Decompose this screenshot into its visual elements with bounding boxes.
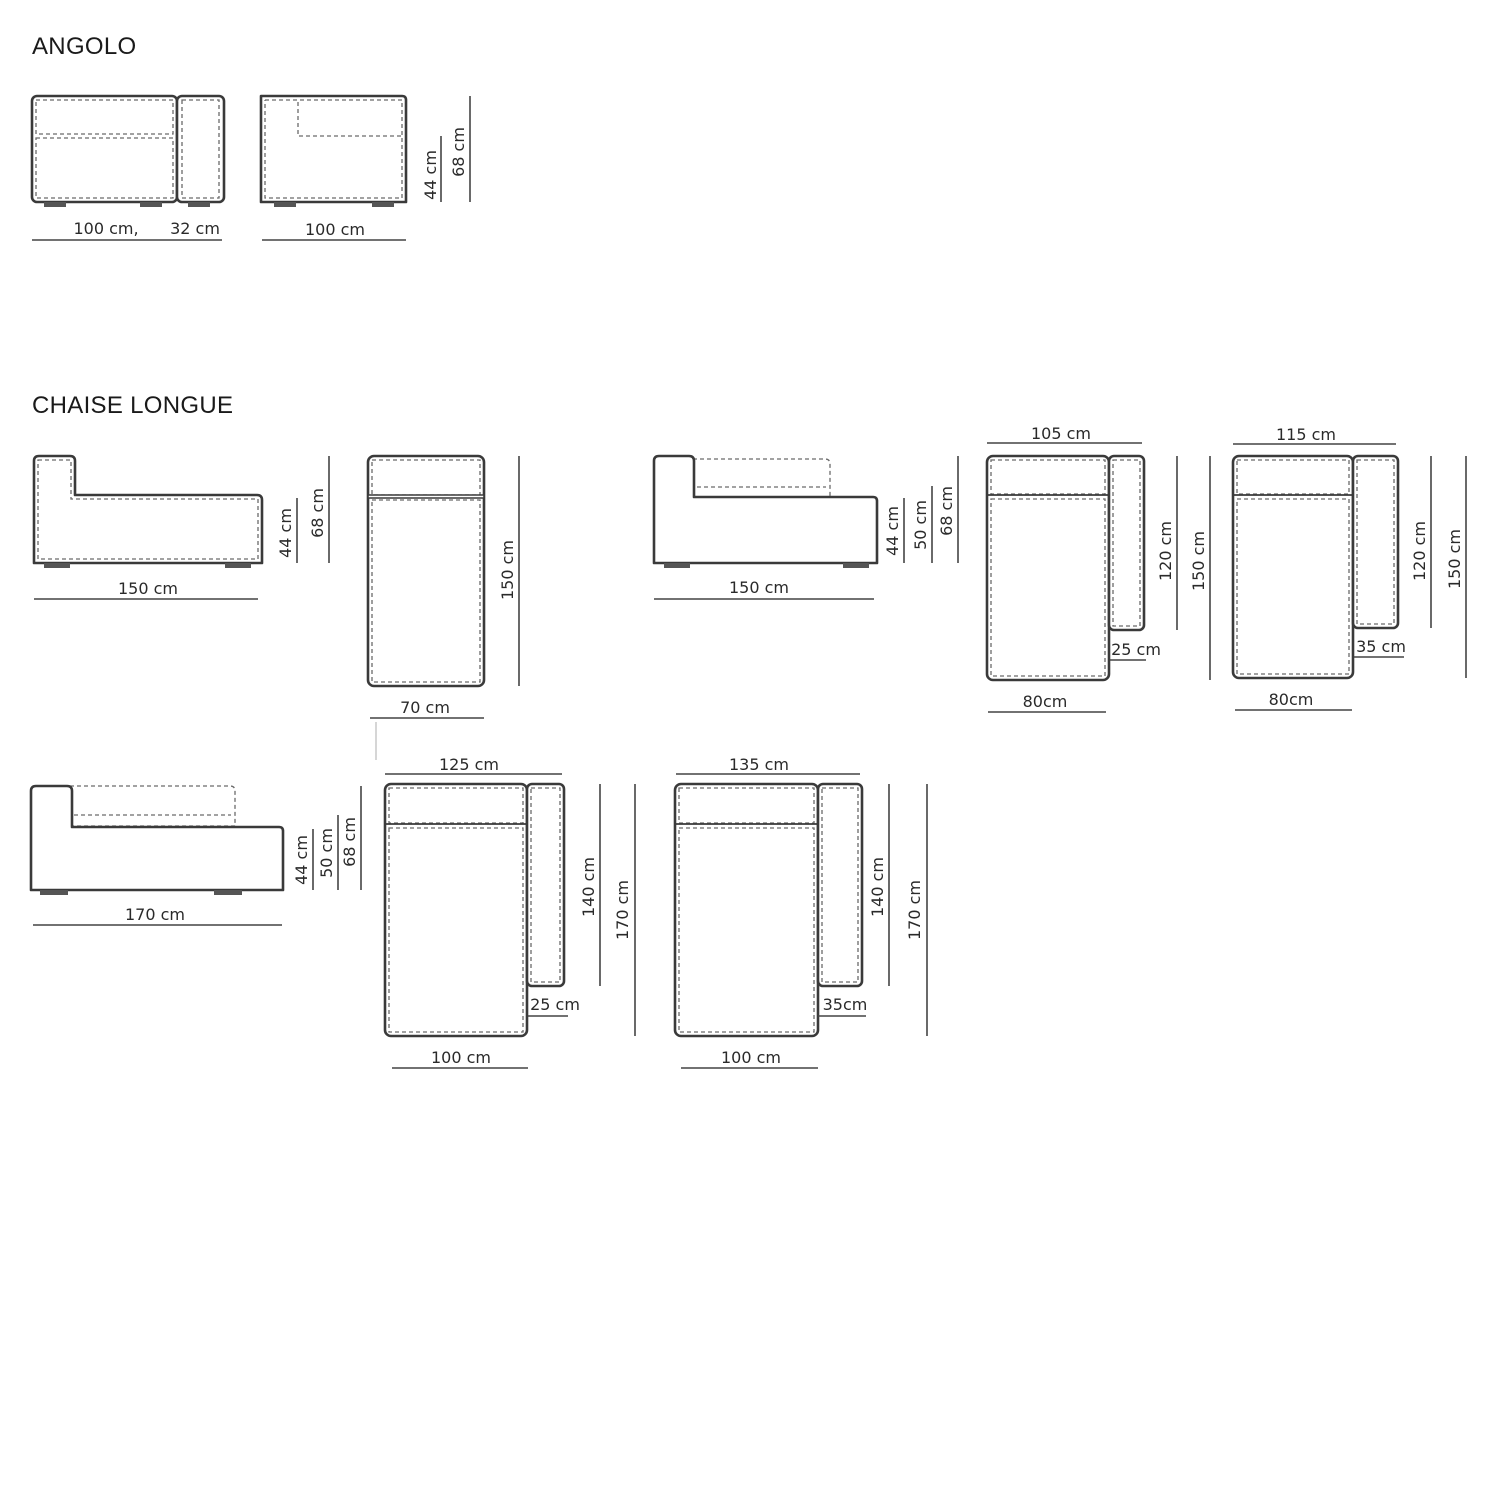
dim-chaise-170-arm25-arm-width: 25 cm (530, 995, 580, 1014)
dim-chaise-150-side-length: 150 cm (118, 579, 178, 598)
dim-chaise-170-arm25-arm-length: 140 cm (579, 857, 598, 917)
dim-chaise-150-arm35-arm-width: 35 cm (1356, 637, 1406, 656)
chaise-150-arm35-top-view (1231, 454, 1400, 680)
chaise-150-top-view (366, 454, 486, 688)
dim-chaise-150-arm35-seat-width: 80cm (1269, 690, 1314, 709)
chaise-170-arm35-top-view (673, 782, 864, 1038)
angolo-dimension-lines (32, 96, 471, 241)
chaise-170-arm25-top-view (383, 782, 566, 1038)
chaise-150-top-dimension-lines (370, 456, 520, 760)
dim-chaise-150-arm-side-arm-height: 50 cm (911, 500, 930, 550)
dim-chaise-170-arm35-arm-length: 140 cm (868, 857, 887, 917)
dim-chaise-170-arm35-arm-width: 35cm (823, 995, 868, 1014)
dim-chaise-150-arm-side-length: 150 cm (729, 578, 789, 597)
dim-chaise-150-arm25-total-width: 105 cm (1031, 424, 1091, 443)
chaise-170-side-view (29, 784, 285, 895)
dim-chaise-150-arm-side-total-height: 68 cm (937, 486, 956, 536)
chaise-170-arm35-top-dimension-lines (676, 773, 928, 1069)
dim-chaise-150-arm35-arm-length: 120 cm (1410, 521, 1429, 581)
chaise-150-arm25-top-view (985, 454, 1146, 682)
chaise-150-side-dimension-lines (34, 456, 330, 600)
dim-chaise-170-side-length: 170 cm (125, 905, 185, 924)
dim-chaise-150-top-length: 150 cm (498, 540, 517, 600)
dim-chaise-150-arm-side-seat-height: 44 cm (883, 506, 902, 556)
section-title-chaise-longue: CHAISE LONGUE (32, 392, 234, 419)
dim-chaise-170-arm35-total-width: 135 cm (729, 755, 789, 774)
dim-chaise-170-side-arm-height: 50 cm (317, 828, 336, 878)
dim-angolo-front-width: 100 cm, (73, 219, 138, 238)
dim-chaise-170-side-seat-height: 44 cm (292, 835, 311, 885)
dim-angolo-arm-width: 32 cm (170, 219, 220, 238)
dim-angolo-total-height: 68 cm (449, 127, 468, 177)
dim-chaise-170-arm25-total-length: 170 cm (613, 880, 632, 940)
dim-chaise-170-arm25-total-width: 125 cm (439, 755, 499, 774)
chaise-150-arm35-top-dimension-lines (1233, 443, 1467, 711)
chaise-170-arm25-top-dimension-lines (385, 773, 636, 1069)
dim-chaise-170-arm25-seat-width: 100 cm (431, 1048, 491, 1067)
dim-chaise-170-side-total-height: 68 cm (340, 817, 359, 867)
dim-chaise-150-arm25-total-length: 150 cm (1189, 531, 1208, 591)
dim-chaise-150-arm25-arm-width: 25 cm (1111, 640, 1161, 659)
chaise-150-arm-side-dimension-lines (654, 456, 959, 600)
dim-chaise-150-top-width: 70 cm (400, 698, 450, 717)
angolo-side-view (259, 94, 408, 207)
angolo-front-view (30, 94, 226, 207)
dim-chaise-150-arm25-seat-width: 80cm (1023, 692, 1068, 711)
chaise-150-arm25-top-dimension-lines (987, 442, 1211, 713)
dim-chaise-150-arm25-arm-length: 120 cm (1156, 521, 1175, 581)
dim-angolo-seat-height: 44 cm (421, 150, 440, 200)
dim-chaise-150-side-total-height: 68 cm (308, 488, 327, 538)
dim-chaise-150-side-seat-height: 44 cm (276, 508, 295, 558)
dim-chaise-170-arm35-seat-width: 100 cm (721, 1048, 781, 1067)
chaise-170-side-dimension-lines (33, 786, 362, 926)
chaise-150-arm-side-view (652, 454, 879, 568)
chaise-150-side-view (32, 454, 264, 568)
dim-chaise-170-arm35-total-length: 170 cm (905, 880, 924, 940)
dim-chaise-150-arm35-total-length: 150 cm (1445, 529, 1464, 589)
section-title-angolo: ANGOLO (32, 33, 137, 60)
dim-chaise-150-arm35-total-width: 115 cm (1276, 425, 1336, 444)
dim-angolo-side-depth: 100 cm (305, 220, 365, 239)
